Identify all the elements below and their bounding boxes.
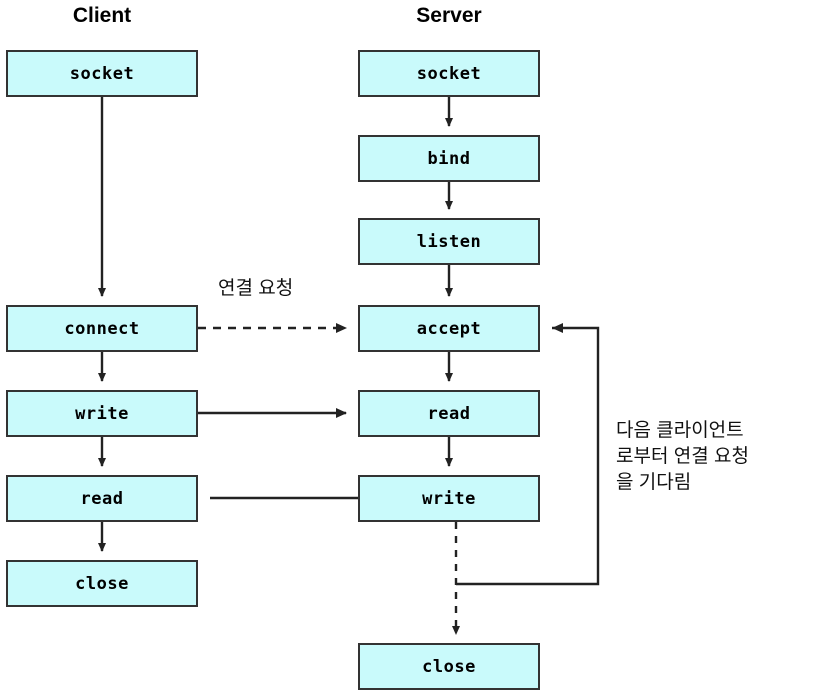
node-label: socket: [69, 63, 135, 84]
column-header-client: Client: [72, 4, 132, 27]
node-server-close[interactable]: close: [358, 643, 540, 690]
node-label: bind: [427, 148, 471, 169]
node-label: listen: [416, 231, 482, 252]
node-client-connect[interactable]: connect: [6, 305, 198, 352]
node-label: connect: [64, 318, 140, 339]
node-label: close: [422, 656, 476, 677]
node-label: write: [75, 403, 129, 424]
annotation-connect-request: 연결 요청: [218, 278, 294, 299]
node-server-write[interactable]: write: [358, 475, 540, 522]
node-server-listen[interactable]: listen: [358, 218, 540, 265]
node-server-socket[interactable]: socket: [358, 50, 540, 97]
node-label: read: [80, 488, 124, 509]
node-label: socket: [416, 63, 482, 84]
node-server-bind[interactable]: bind: [358, 135, 540, 182]
node-client-socket[interactable]: socket: [6, 50, 198, 97]
node-client-close[interactable]: close: [6, 560, 198, 607]
node-client-write[interactable]: write: [6, 390, 198, 437]
node-label: close: [75, 573, 129, 594]
node-client-read[interactable]: read: [6, 475, 198, 522]
node-label: accept: [416, 318, 482, 339]
column-header-server: Server: [416, 4, 482, 27]
edge-loop-back-to-accept: [456, 323, 600, 586]
node-server-read[interactable]: read: [358, 390, 540, 437]
annotation-wait-next-client: 다음 클라이언트 로부터 연결 요청 을 기다림: [616, 420, 749, 493]
node-label: read: [427, 403, 471, 424]
node-server-accept[interactable]: accept: [358, 305, 540, 352]
node-label: write: [422, 488, 476, 509]
